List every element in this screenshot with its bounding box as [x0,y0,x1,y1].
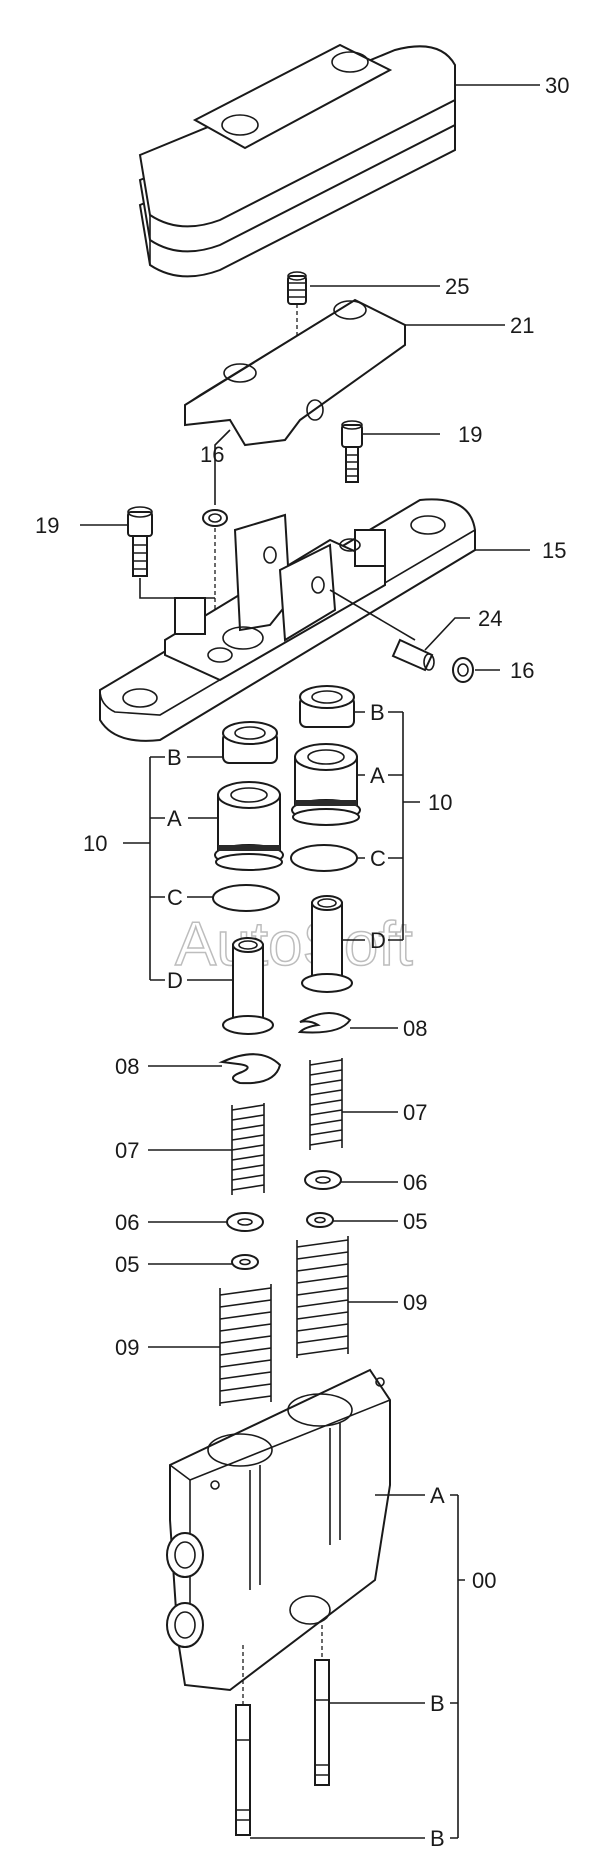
part-07-spring-right [309,1058,343,1150]
label-d-left: D [167,968,183,993]
part-07-spring-left [231,1103,265,1195]
part-05-washer-left [231,1254,259,1270]
part-15-base-plate [99,498,476,742]
part-21-plate [184,298,406,447]
label-a-left: A [167,806,182,831]
part-labels: 30 25 21 19 16 19 15 24 16 10 10 B A C D… [35,73,569,1851]
label-09-left: 09 [115,1335,139,1360]
part-25-set-screw [287,271,307,335]
label-05-left: 05 [115,1252,139,1277]
label-b-right: B [370,700,385,725]
label-00: 00 [472,1568,496,1593]
part-16-washer-right [452,657,474,683]
part-09-spring-left [219,1284,272,1406]
part-00-stem-left [235,1645,251,1836]
label-10-left: 10 [83,831,107,856]
part-06-washer-right [304,1170,342,1190]
label-b-body-lower: B [430,1826,445,1851]
label-19-right: 19 [458,422,482,447]
label-a-right: A [370,763,385,788]
label-06-right: 06 [403,1170,427,1195]
label-25: 25 [445,274,469,299]
part-10-plunger-right [290,685,361,993]
part-19-screw-right [341,420,363,483]
label-08-right: 08 [403,1016,427,1041]
label-b-body-upper: B [430,1691,445,1716]
part-05-washer-right [306,1212,334,1228]
label-09-right: 09 [403,1290,427,1315]
label-05-right: 05 [403,1209,427,1234]
label-06-left: 06 [115,1210,139,1235]
label-10-right: 10 [428,790,452,815]
label-16-upper: 16 [200,442,224,467]
label-21: 21 [510,313,534,338]
part-10-plunger-left [212,721,284,1035]
label-24: 24 [478,606,502,631]
part-06-washer-left [226,1212,264,1232]
label-15: 15 [542,538,566,563]
label-b-left: B [167,745,182,770]
part-00-stem-right [314,1625,330,1786]
watermark-text: AutoSoft [175,910,413,979]
part-24-pin [391,638,435,672]
label-30: 30 [545,73,569,98]
label-c-left: C [167,885,183,910]
part-09-spring-right [296,1236,349,1358]
part-30-boot [138,43,456,278]
label-c-right: C [370,846,386,871]
label-19-left: 19 [35,513,59,538]
leader-lines [80,84,540,1839]
label-a-body: A [430,1483,445,1508]
part-19-screw-left [127,506,215,599]
part-00-valve-body [166,1368,391,1692]
label-08-left: 08 [115,1054,139,1079]
label-07-left: 07 [115,1138,139,1163]
label-16-right: 16 [510,658,534,683]
label-07-right: 07 [403,1100,427,1125]
part-08-retainer-left [218,1053,282,1085]
part-08-retainer-right [297,1012,352,1034]
label-d-right: D [370,928,386,953]
